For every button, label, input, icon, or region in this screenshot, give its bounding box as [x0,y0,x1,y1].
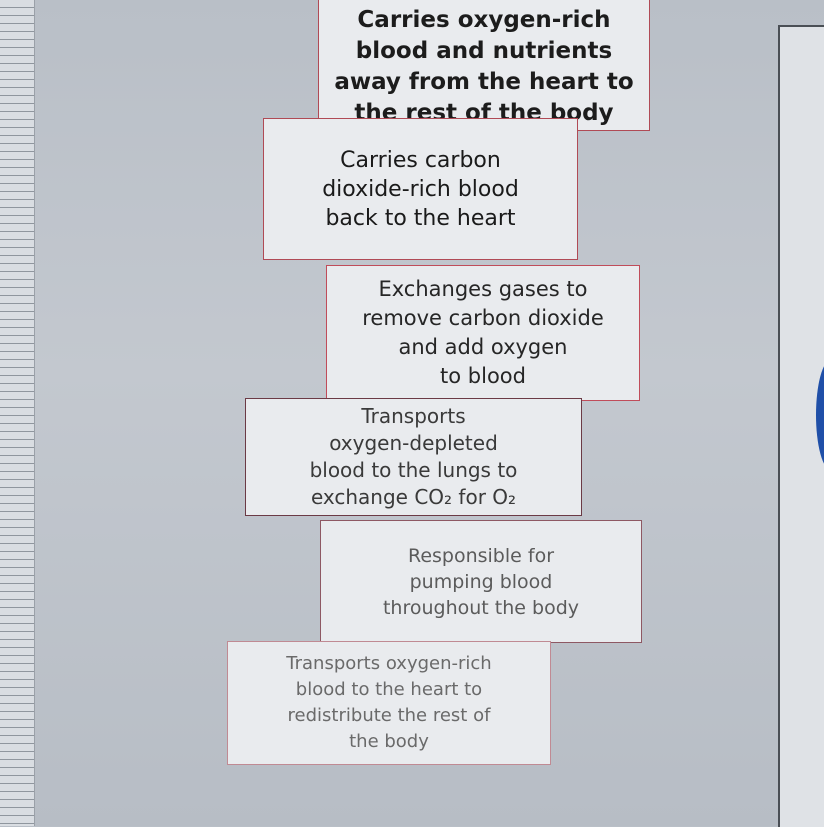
function-card-5[interactable]: Responsible for pumping blood throughout… [320,520,642,643]
card-text: Carries oxygen-rich blood and nutrients … [334,6,634,126]
card-text: Carries carbon dioxide-rich blood back t… [322,147,519,231]
function-card-1[interactable]: Carries oxygen-rich blood and nutrients … [318,0,650,131]
blue-shape [816,360,824,470]
function-card-2[interactable]: Carries carbon dioxide-rich blood back t… [263,118,578,260]
card-text: Exchanges gases to remove carbon dioxide… [362,277,604,388]
function-card-3[interactable]: Exchanges gases to remove carbon dioxide… [326,265,640,401]
vertical-ruler [0,0,35,826]
function-card-4[interactable]: Transports oxygen-depleted blood to the … [245,398,582,516]
function-card-6[interactable]: Transports oxygen-rich blood to the hear… [227,641,551,765]
card-text: Transports oxygen-rich blood to the hear… [286,653,492,752]
card-text: Transports oxygen-depleted blood to the … [309,404,518,509]
card-text: Responsible for pumping blood throughout… [382,544,580,619]
